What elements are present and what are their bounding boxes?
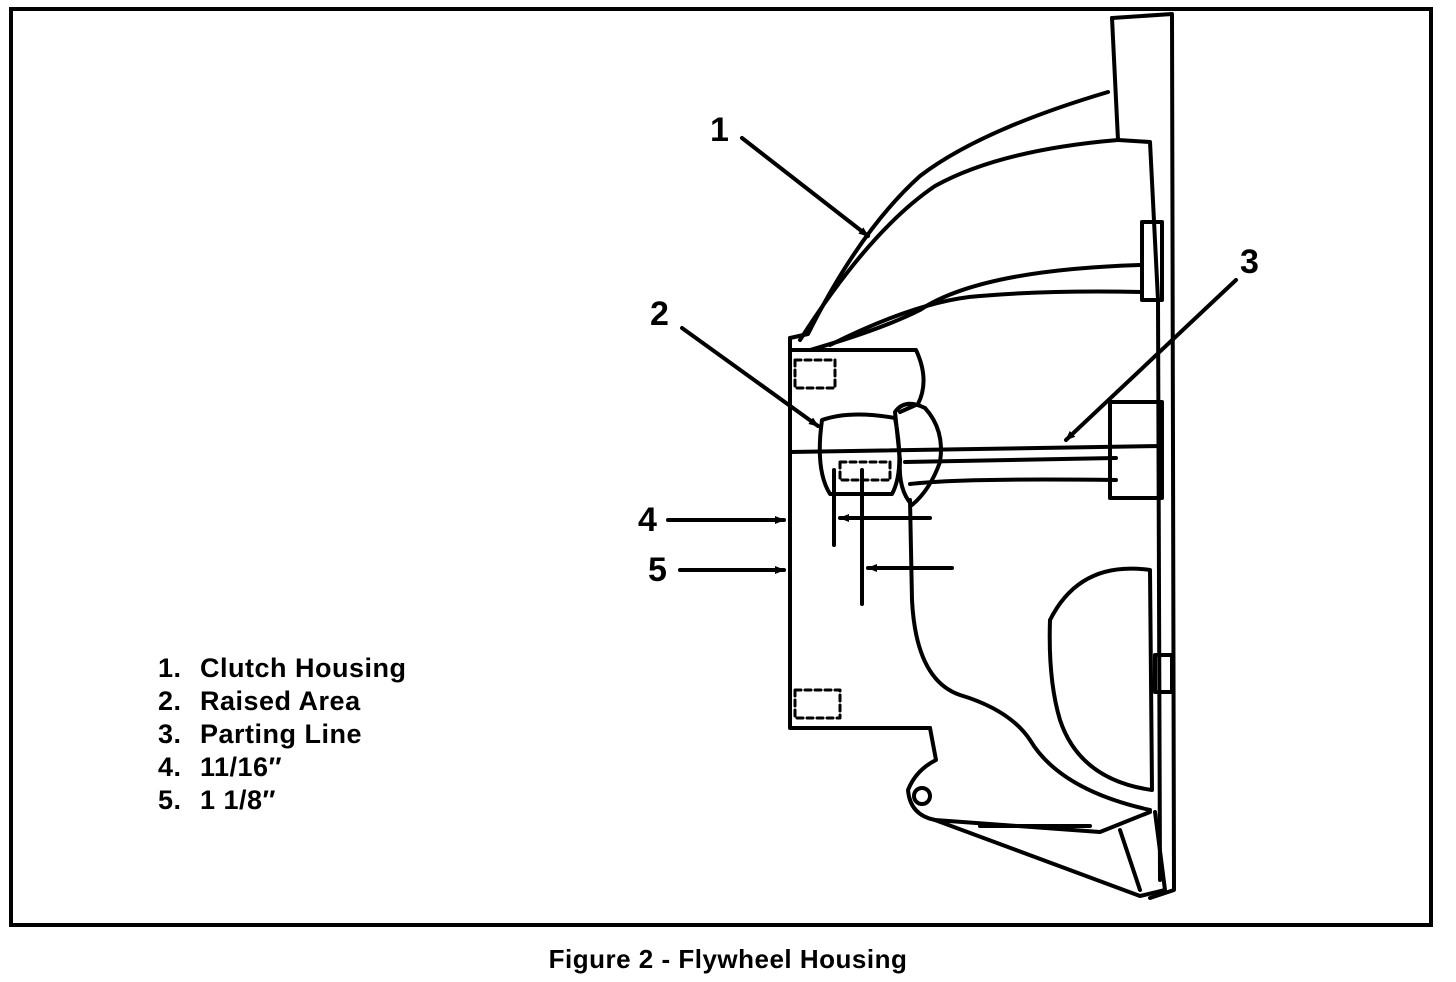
legend-label: Raised Area — [200, 686, 361, 716]
leader-2 — [680, 326, 820, 428]
clutch-housing-outline — [788, 90, 1144, 352]
leader-1 — [740, 136, 870, 238]
rear-flange — [1108, 12, 1176, 900]
callout-1: 1 — [710, 111, 729, 149]
legend-label: Clutch Housing — [200, 653, 407, 683]
legend-item: 3. Parting Line — [158, 718, 406, 751]
legend-number: 1. — [158, 653, 182, 683]
callout-4: 4 — [638, 501, 657, 539]
callout-2: 2 — [650, 295, 669, 333]
legend-label: 11/16″ — [200, 752, 283, 782]
legend-number: 3. — [158, 719, 182, 749]
raised-area — [817, 401, 943, 507]
figure-caption: Figure 2 - Flywheel Housing — [548, 944, 908, 974]
figure-frame — [9, 7, 1433, 927]
dimension-lines — [832, 468, 954, 606]
lower-housing — [906, 498, 1167, 898]
callout-5: 5 — [648, 551, 667, 589]
legend-item: 2. Raised Area — [158, 685, 406, 718]
legend-item: 1. Clutch Housing — [158, 652, 406, 685]
legend-number: 4. — [158, 752, 182, 782]
legend-item: 5. 1 1/8″ — [158, 784, 406, 817]
leader-lines — [666, 136, 1238, 574]
leader-3 — [1064, 278, 1238, 442]
callout-3: 3 — [1240, 243, 1259, 281]
legend: 1. Clutch Housing 2. Raised Area 3. Part… — [158, 652, 406, 817]
parting-line — [788, 444, 1164, 486]
legend-number: 5. — [158, 785, 182, 815]
legend-label: 1 1/8″ — [200, 785, 276, 815]
legend-number: 2. — [158, 686, 182, 716]
legend-item: 4. 11/16″ — [158, 751, 406, 784]
legend-label: Parting Line — [200, 719, 363, 749]
